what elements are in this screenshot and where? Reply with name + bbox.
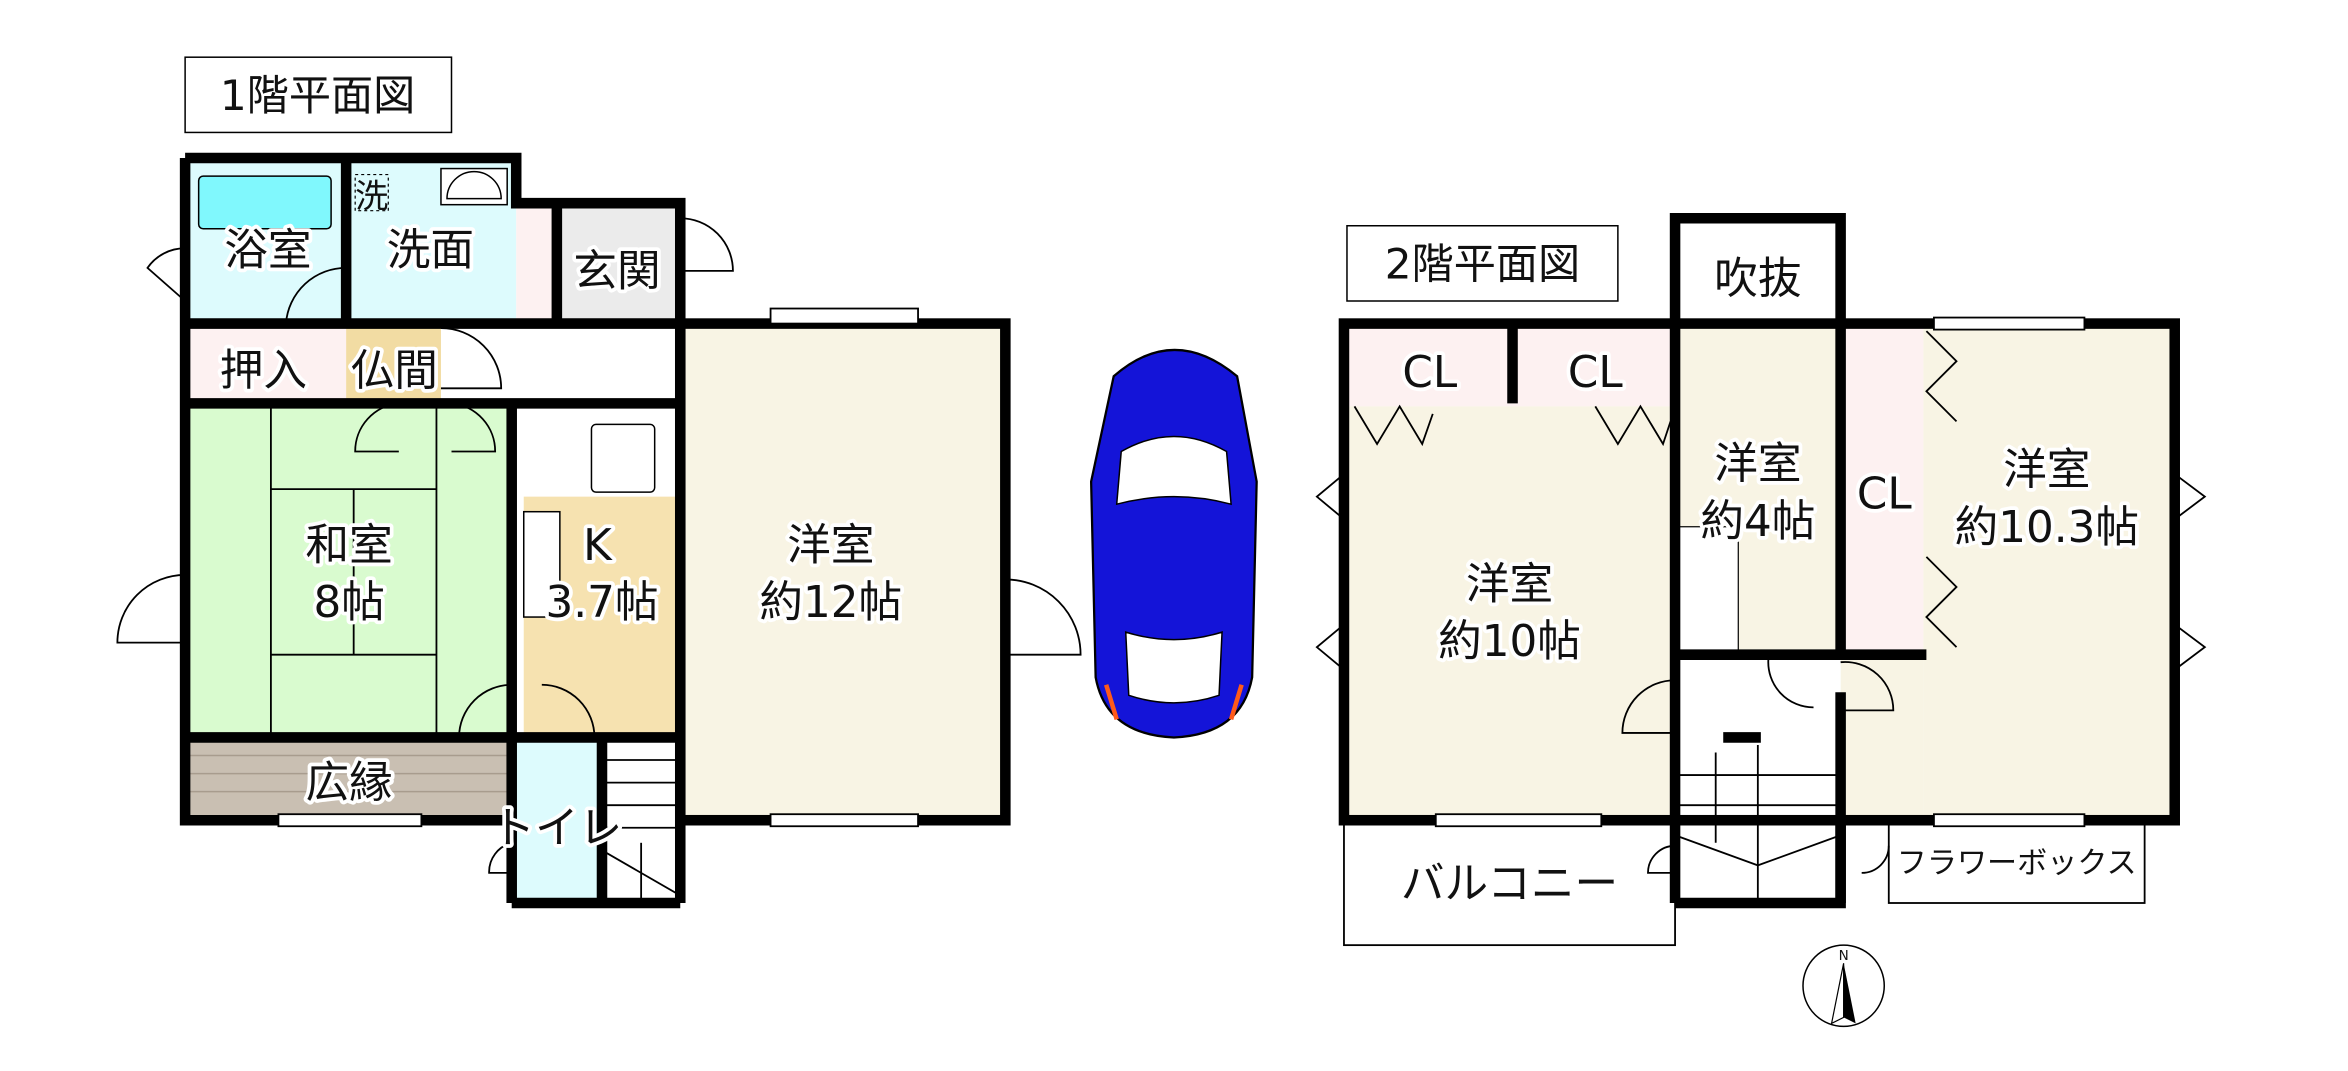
label-washer: 洗: [355, 177, 388, 216]
doors-2f: [1315, 316, 2207, 874]
label-toilet: トイレ: [491, 803, 622, 854]
floor2-walls: [1338, 212, 2180, 909]
label-altar-room: 仏間: [351, 345, 438, 396]
label-closet-a: CL: [1402, 347, 1457, 398]
compass-icon: N: [1802, 944, 1886, 1028]
compass-label: N: [1839, 948, 1849, 964]
label-closet: 押入: [220, 345, 307, 396]
label-room-b: 洋室: [1714, 439, 1801, 490]
car-icon: [1089, 348, 1258, 739]
room-10-3-lower: [1840, 654, 1924, 821]
sink-basin: [446, 170, 502, 200]
label-room-a: 洋室: [1466, 559, 1553, 610]
storage-strip: [516, 203, 557, 324]
label-closet-b: CL: [1568, 347, 1623, 398]
western-room-12: [680, 323, 1006, 821]
void: [1675, 218, 1841, 324]
floor1-walls: [179, 152, 1011, 909]
label-veranda: 広縁: [306, 758, 393, 809]
floor2-plan: 2階平面図: [1315, 212, 2207, 947]
stair-steps: [601, 759, 681, 903]
floor1-plan: 1階平面図: [116, 56, 1082, 909]
balcony: [1343, 819, 1676, 947]
doors-1f: [116, 217, 1082, 874]
label-western-room-size: 約12帖: [759, 577, 902, 628]
label-void: 吹抜: [1714, 253, 1801, 304]
toilet: [511, 737, 602, 903]
western-room-10: [1343, 406, 1676, 821]
label-washroom: 洗面: [387, 225, 474, 276]
altar-room: [346, 323, 441, 404]
label-balcony: バルコニー: [1401, 858, 1618, 909]
floor2-title-box: [1346, 224, 1619, 302]
label-room-b-size: 約4帖: [1700, 496, 1815, 547]
label-western-room: 洋室: [787, 520, 874, 571]
label-japanese-room: 和室: [306, 520, 393, 571]
label-closet-c: CL: [1857, 469, 1912, 520]
closet: [185, 323, 347, 404]
label-room-c-size: 約10.3帖: [1955, 502, 2139, 553]
floor1-title-box: [184, 56, 453, 134]
washer-box: [354, 173, 389, 212]
floor2-title: 2階平面図: [1385, 239, 1580, 288]
veranda: [185, 737, 512, 821]
fridge: [590, 423, 656, 493]
stove: [522, 510, 561, 618]
bathtub: [197, 175, 332, 230]
japanese-room: [185, 403, 512, 738]
floor1-title: 1階平面図: [220, 71, 415, 120]
label-bath: 浴室: [224, 225, 311, 276]
western-room-10-3: [1923, 323, 2175, 821]
label-entrance: 玄関: [573, 246, 660, 297]
entrance: [556, 203, 681, 324]
label-kitchen: K: [583, 520, 613, 571]
label-flower-box: フラワーボックス: [1897, 846, 2137, 881]
label-kitchen-size: 3.7帖: [545, 577, 658, 628]
tatami-lines: [269, 403, 438, 738]
veranda-boards: [185, 754, 512, 793]
label-room-c: 洋室: [2003, 445, 2090, 496]
closet-vertical: [1840, 323, 1924, 655]
label-japanese-room-size: 8帖: [313, 577, 384, 628]
label-room-a-size: 約10帖: [1438, 616, 1581, 667]
